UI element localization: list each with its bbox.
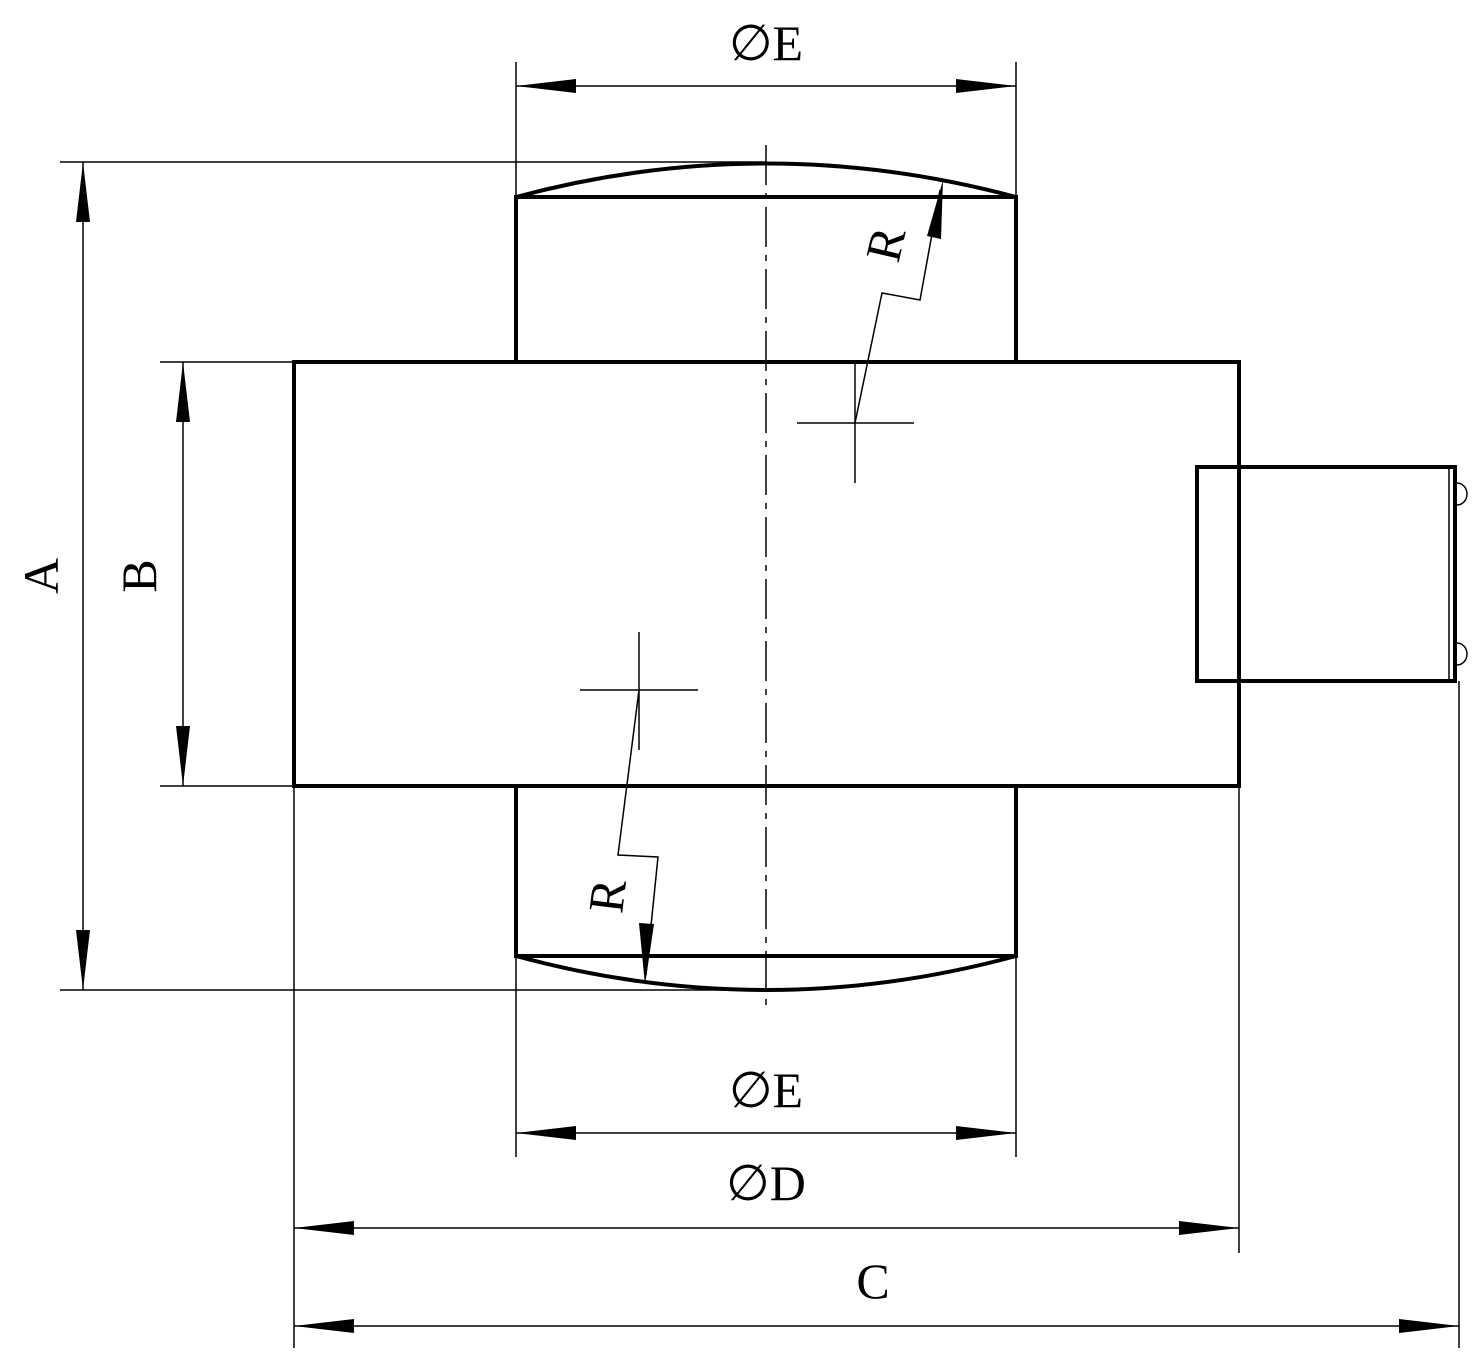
label-bottom-E: ∅E (729, 1062, 803, 1118)
label-top-E: ∅E (729, 15, 803, 71)
label-bottom-R: R (577, 875, 637, 916)
extension-lines (60, 62, 1460, 1348)
top-radius-arrow (927, 180, 943, 239)
dim-top-E-arrow-left (516, 79, 576, 93)
dim-top-E-arrow-right (956, 79, 1016, 93)
connector-knob-bottom (1456, 642, 1468, 666)
label-A: A (13, 558, 69, 594)
bottom-radius-leader (617, 689, 659, 976)
connector-knob-top (1456, 482, 1468, 506)
dim-A-arrow-bottom (76, 930, 90, 990)
bottom-radius-arrow (639, 923, 654, 985)
label-D: ∅D (726, 1155, 806, 1211)
dim-bottom-E-arrow-right (956, 1126, 1016, 1140)
bottom-cylinder (514, 786, 1018, 958)
dim-A-arrow-top (76, 162, 90, 222)
radius-leaders (617, 180, 943, 985)
dim-B-arrow-bottom (176, 726, 190, 786)
dim-D-arrow-left (294, 1221, 354, 1235)
dim-D-arrow-right (1179, 1221, 1239, 1235)
dim-B-arrow-top (176, 362, 190, 422)
part-outline (292, 161, 1468, 992)
dim-bottom-E-arrow-left (516, 1126, 576, 1140)
label-C: C (856, 1253, 889, 1309)
dimension-lines (76, 79, 1459, 1333)
center-lines (580, 145, 914, 1010)
dimension-labels: ∅E ∅E ∅D C A B R R (13, 15, 917, 1309)
dim-C-arrow-left (294, 1319, 354, 1333)
dim-C-arrow-right (1399, 1319, 1459, 1333)
top-radius-leader (854, 189, 941, 424)
side-connector-box (1195, 465, 1457, 683)
label-top-R: R (854, 221, 916, 267)
label-B: B (111, 559, 167, 592)
